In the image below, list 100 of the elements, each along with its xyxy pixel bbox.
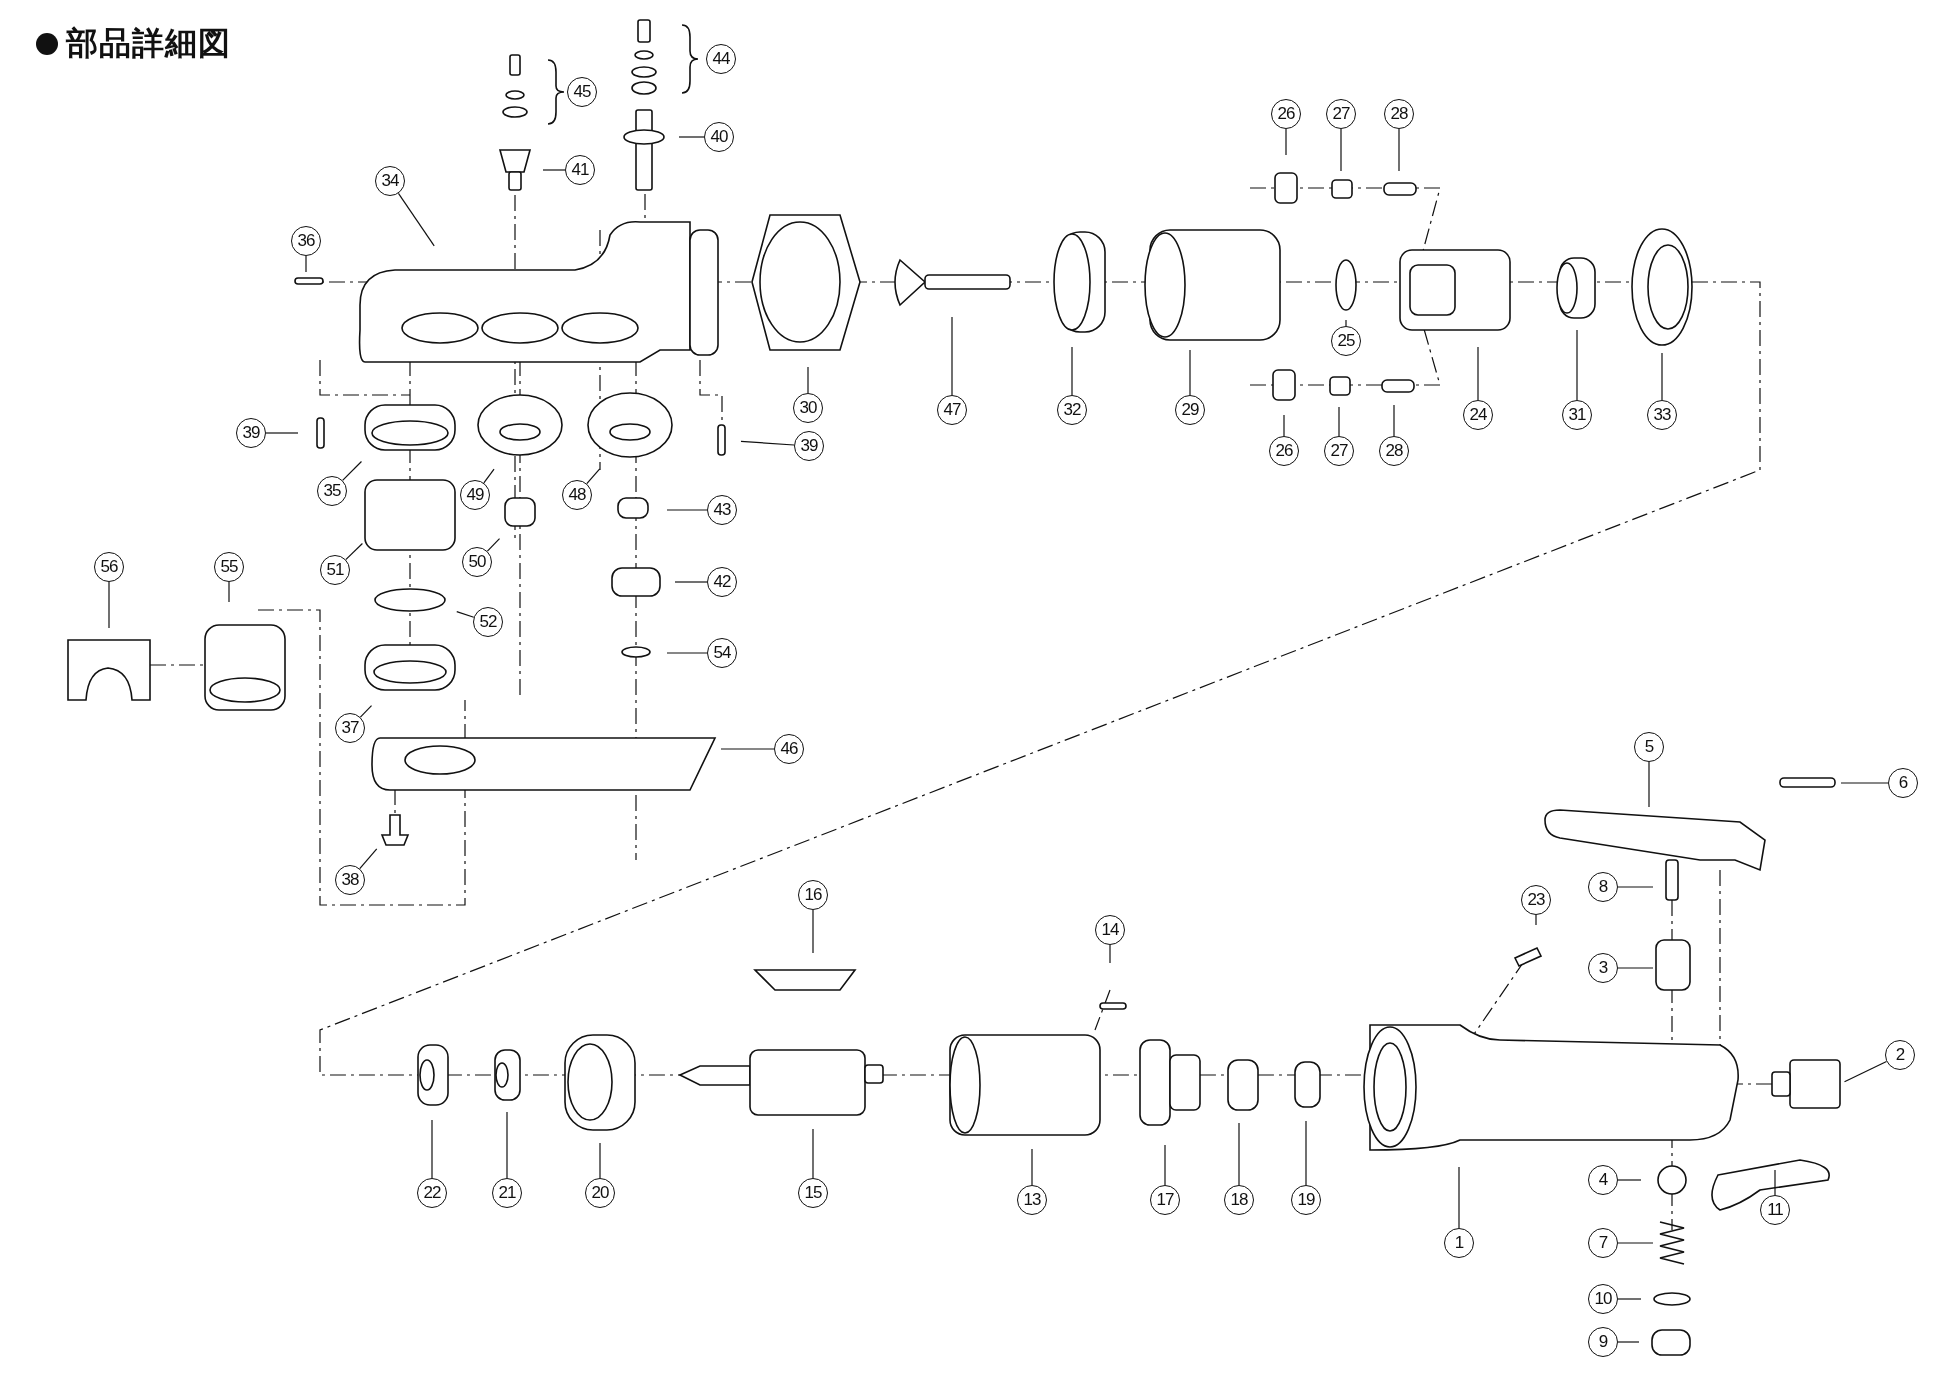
callout-number: 3 — [1588, 953, 1618, 983]
callout-number: 51 — [320, 555, 350, 585]
leader-line — [1661, 352, 1663, 401]
leader-line — [1164, 1144, 1166, 1186]
callout-number: 24 — [1463, 400, 1493, 430]
title: 部品詳細図 — [66, 23, 231, 64]
leader-line — [674, 581, 708, 583]
callout-number: 30 — [793, 393, 823, 423]
leader-line — [1283, 414, 1285, 437]
leader-line — [1398, 128, 1400, 172]
leader-line — [1189, 349, 1191, 396]
callout-number: 46 — [774, 734, 804, 764]
leader-line — [1338, 406, 1340, 437]
callout-number: 39 — [236, 418, 266, 448]
callout-number: 32 — [1057, 395, 1087, 425]
leader-line — [812, 1128, 814, 1179]
callout-number: 8 — [1588, 872, 1618, 902]
callout-number: 41 — [565, 155, 595, 185]
callout-number: 19 — [1291, 1185, 1321, 1215]
callout-number: 6 — [1888, 768, 1918, 798]
leader-line — [807, 366, 809, 394]
callout-number: 14 — [1095, 915, 1125, 945]
leader-line — [108, 581, 110, 629]
leader-line — [1617, 1242, 1654, 1244]
callout-number: 33 — [1647, 400, 1677, 430]
callout-number: 42 — [707, 567, 737, 597]
callout-number: 26 — [1269, 436, 1299, 466]
callout-number: 26 — [1271, 99, 1301, 129]
leader-line — [720, 748, 775, 750]
leader-line — [228, 581, 230, 603]
callout-number: 5 — [1634, 732, 1664, 762]
leader-line — [1340, 128, 1342, 172]
callout-number: 38 — [335, 865, 365, 895]
callout-number: 2 — [1885, 1040, 1915, 1070]
leader-line — [1238, 1122, 1240, 1186]
callout-number: 27 — [1324, 436, 1354, 466]
leader-line — [1648, 761, 1650, 808]
callout-number: 7 — [1588, 1228, 1618, 1258]
leader-line — [1393, 404, 1395, 437]
callout-number: 9 — [1588, 1327, 1618, 1357]
leader-line — [666, 509, 708, 511]
leader-line — [1774, 1169, 1776, 1196]
callout-number: 20 — [585, 1178, 615, 1208]
leader-line — [1109, 944, 1111, 964]
leader-line — [1576, 329, 1578, 401]
callout-number: 56 — [94, 552, 124, 582]
callout-number: 52 — [473, 607, 503, 637]
leader-line — [599, 1142, 601, 1179]
leader-line — [342, 460, 363, 481]
callout-number: 17 — [1150, 1185, 1180, 1215]
leader-line — [1031, 1148, 1033, 1186]
leader-line — [666, 652, 708, 654]
leader-line — [1305, 1120, 1307, 1186]
callout-number: 27 — [1326, 99, 1356, 129]
leader-line — [1477, 346, 1479, 401]
callout-number: 10 — [1588, 1284, 1618, 1314]
callout-number: 44 — [706, 44, 736, 74]
callout-number: 34 — [375, 166, 405, 196]
leader-line — [305, 255, 307, 273]
callout-number: 47 — [937, 395, 967, 425]
callout-number: 18 — [1224, 1185, 1254, 1215]
callout-number: 39 — [794, 431, 824, 461]
callout-number: 37 — [335, 713, 365, 743]
callout-number: 40 — [704, 122, 734, 152]
callout-number: 35 — [317, 476, 347, 506]
callout-number: 1 — [1444, 1228, 1474, 1258]
callout-number: 45 — [567, 77, 597, 107]
leader-line — [951, 316, 953, 396]
callout-number: 25 — [1331, 326, 1361, 356]
leader-line — [486, 538, 501, 552]
leader-line — [397, 192, 435, 247]
callout-number: 31 — [1562, 400, 1592, 430]
leader-line — [678, 136, 705, 138]
leader-line — [1617, 886, 1654, 888]
callout-number: 48 — [562, 480, 592, 510]
callout-number: 4 — [1588, 1165, 1618, 1195]
leader-line — [1458, 1166, 1460, 1229]
leader-line — [456, 611, 475, 618]
leader-line — [265, 432, 299, 434]
callout-number: 28 — [1384, 99, 1414, 129]
leader-line — [586, 468, 601, 485]
leader-line — [1617, 1341, 1640, 1343]
leader-line — [1345, 319, 1347, 327]
leader-line — [359, 705, 373, 718]
callout-number: 29 — [1175, 395, 1205, 425]
leader-line — [812, 909, 814, 954]
callout-number: 36 — [291, 226, 321, 256]
leader-line — [1071, 346, 1073, 396]
leader-line — [431, 1119, 433, 1179]
leader-line — [1285, 128, 1287, 156]
leader-line — [1535, 914, 1537, 926]
leader-line — [542, 169, 566, 171]
leader-line — [1840, 782, 1889, 784]
callout-number: 11 — [1760, 1195, 1790, 1225]
callout-number: 22 — [417, 1178, 447, 1208]
callout-number: 28 — [1379, 436, 1409, 466]
leader-line — [359, 848, 378, 870]
leader-line — [1617, 967, 1654, 969]
callout-number: 54 — [707, 638, 737, 668]
callout-number: 23 — [1521, 885, 1551, 915]
